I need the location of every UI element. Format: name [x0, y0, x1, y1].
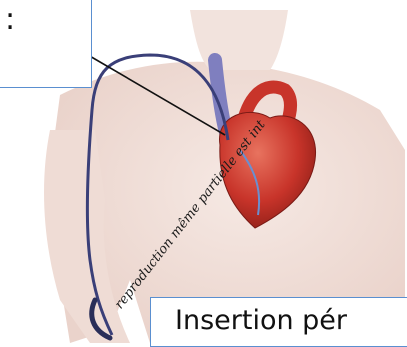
caption-box: Insertion pér [150, 297, 407, 347]
label-box: : [0, 0, 92, 88]
caption-text: Insertion pér [175, 307, 347, 334]
neck-shape [190, 10, 288, 70]
label-text: : [5, 5, 15, 35]
